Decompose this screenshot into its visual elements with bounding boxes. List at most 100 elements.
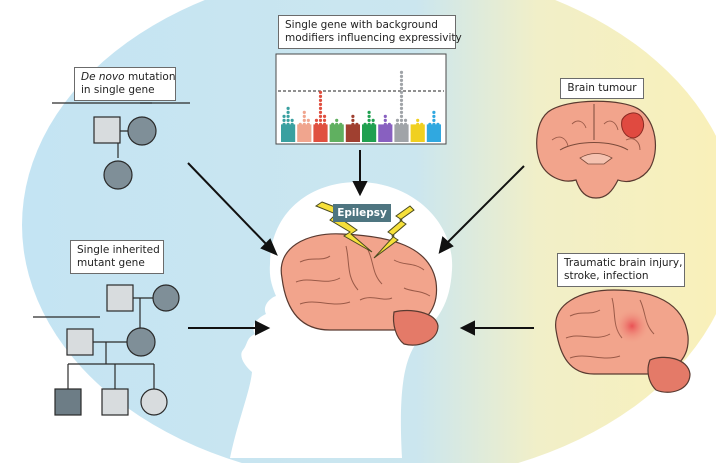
background-line1: Single gene with background bbox=[285, 19, 438, 31]
tbi-line2: stroke, infection bbox=[564, 270, 649, 282]
label-tumour: Brain tumour bbox=[560, 78, 644, 99]
manhattan-point bbox=[428, 122, 432, 126]
manhattan-group-base bbox=[378, 124, 393, 142]
manhattan-point bbox=[403, 118, 408, 122]
label-inherited: Single inherited mutant gene bbox=[70, 240, 164, 274]
arrow-denovo bbox=[187, 162, 269, 247]
manhattan-point bbox=[318, 98, 323, 102]
manhattan-point bbox=[432, 110, 436, 114]
manhattan-point bbox=[286, 118, 290, 122]
manhattan-point bbox=[339, 122, 343, 126]
inherited-pedigree bbox=[33, 284, 180, 416]
manhattan-point bbox=[351, 114, 355, 118]
injured-brain bbox=[555, 289, 691, 393]
manhattan-point bbox=[399, 122, 404, 126]
manhattan-point bbox=[395, 122, 400, 126]
manhattan-point bbox=[318, 90, 323, 94]
denovo-line2: in single gene bbox=[81, 84, 155, 96]
manhattan-point bbox=[395, 118, 400, 122]
manhattan-point bbox=[387, 122, 391, 126]
cerebellum bbox=[392, 309, 439, 346]
manhattan-point bbox=[318, 110, 323, 114]
tbi-line1: Traumatic brain injury, bbox=[564, 257, 683, 269]
manhattan-point bbox=[367, 122, 371, 126]
manhattan-group-base bbox=[345, 124, 360, 142]
tumour-text: Brain tumour bbox=[567, 82, 637, 94]
label-tbi: Traumatic brain injury, stroke, infectio… bbox=[557, 253, 685, 287]
manhattan-point bbox=[318, 122, 323, 126]
manhattan-point bbox=[351, 118, 355, 122]
manhattan-point bbox=[302, 110, 306, 114]
denovo-pedigree bbox=[52, 102, 190, 190]
manhattan-point bbox=[399, 110, 404, 114]
manhattan-group-base bbox=[313, 124, 328, 142]
manhattan-point bbox=[367, 110, 371, 114]
manhattan-point bbox=[363, 122, 367, 126]
denovo-italic-text: De novo bbox=[81, 71, 125, 83]
manhattan-point bbox=[286, 110, 290, 114]
manhattan-point bbox=[416, 122, 420, 126]
denovo-rest-text: mutation bbox=[124, 71, 176, 83]
manhattan-point bbox=[432, 118, 436, 122]
manhattan-point bbox=[302, 114, 306, 118]
manhattan-point bbox=[335, 122, 339, 126]
manhattan-point bbox=[306, 122, 310, 126]
manhattan-point bbox=[416, 118, 420, 122]
manhattan-point bbox=[318, 118, 323, 122]
manhattan-point bbox=[399, 106, 404, 110]
manhattan-point bbox=[367, 118, 371, 122]
manhattan-point bbox=[403, 122, 408, 126]
manhattan-point bbox=[399, 118, 404, 122]
manhattan-point bbox=[318, 94, 323, 98]
manhattan-point bbox=[399, 94, 404, 98]
manhattan-point bbox=[322, 122, 327, 126]
manhattan-point bbox=[282, 114, 286, 118]
manhattan-point bbox=[282, 122, 286, 126]
arrow-tumour bbox=[445, 165, 525, 245]
manhattan-point bbox=[318, 106, 323, 110]
manhattan-group-base bbox=[329, 124, 344, 142]
manhattan-group-base bbox=[426, 124, 441, 142]
manhattan-group-base bbox=[362, 124, 377, 142]
manhattan-point bbox=[436, 122, 440, 126]
manhattan-point bbox=[282, 118, 286, 122]
manhattan-point bbox=[318, 102, 323, 106]
manhattan-point bbox=[290, 122, 294, 126]
manhattan-point bbox=[399, 98, 404, 102]
manhattan-point bbox=[399, 70, 404, 74]
manhattan-point bbox=[286, 114, 290, 118]
manhattan-point bbox=[306, 118, 310, 122]
manhattan-point bbox=[355, 122, 359, 126]
label-background-modifiers: Single gene with background modifiers in… bbox=[278, 15, 462, 49]
injury-lesion bbox=[614, 308, 650, 344]
manhattan-point bbox=[331, 122, 335, 126]
manhattan-point bbox=[335, 118, 339, 122]
manhattan-group-base bbox=[297, 124, 312, 142]
manhattan-point bbox=[351, 122, 355, 126]
central-brain bbox=[280, 233, 439, 346]
tumour-lesion bbox=[621, 112, 645, 139]
manhattan-point bbox=[322, 118, 327, 122]
manhattan-point bbox=[314, 118, 319, 122]
background-line2: modifiers influencing expressivity bbox=[285, 32, 462, 44]
manhattan-group-base bbox=[394, 124, 409, 142]
manhattan-point bbox=[399, 78, 404, 82]
manhattan-point bbox=[286, 106, 290, 110]
manhattan-point bbox=[371, 118, 375, 122]
manhattan-point bbox=[318, 114, 323, 118]
manhattan-point bbox=[383, 114, 387, 118]
label-denovo: De novo mutation in single gene bbox=[74, 67, 176, 101]
manhattan-point bbox=[420, 122, 424, 126]
inherited-line2: mutant gene bbox=[77, 257, 145, 269]
manhattan-point bbox=[322, 114, 327, 118]
manhattan-point bbox=[302, 118, 306, 122]
inherited-line1: Single inherited bbox=[77, 244, 160, 256]
manhattan-point bbox=[314, 122, 319, 126]
manhattan-point bbox=[399, 102, 404, 106]
epilepsy-badge: Epilepsy bbox=[333, 204, 391, 222]
manhattan-point bbox=[302, 122, 306, 126]
manhattan-group-base bbox=[281, 124, 296, 142]
manhattan-point bbox=[371, 122, 375, 126]
